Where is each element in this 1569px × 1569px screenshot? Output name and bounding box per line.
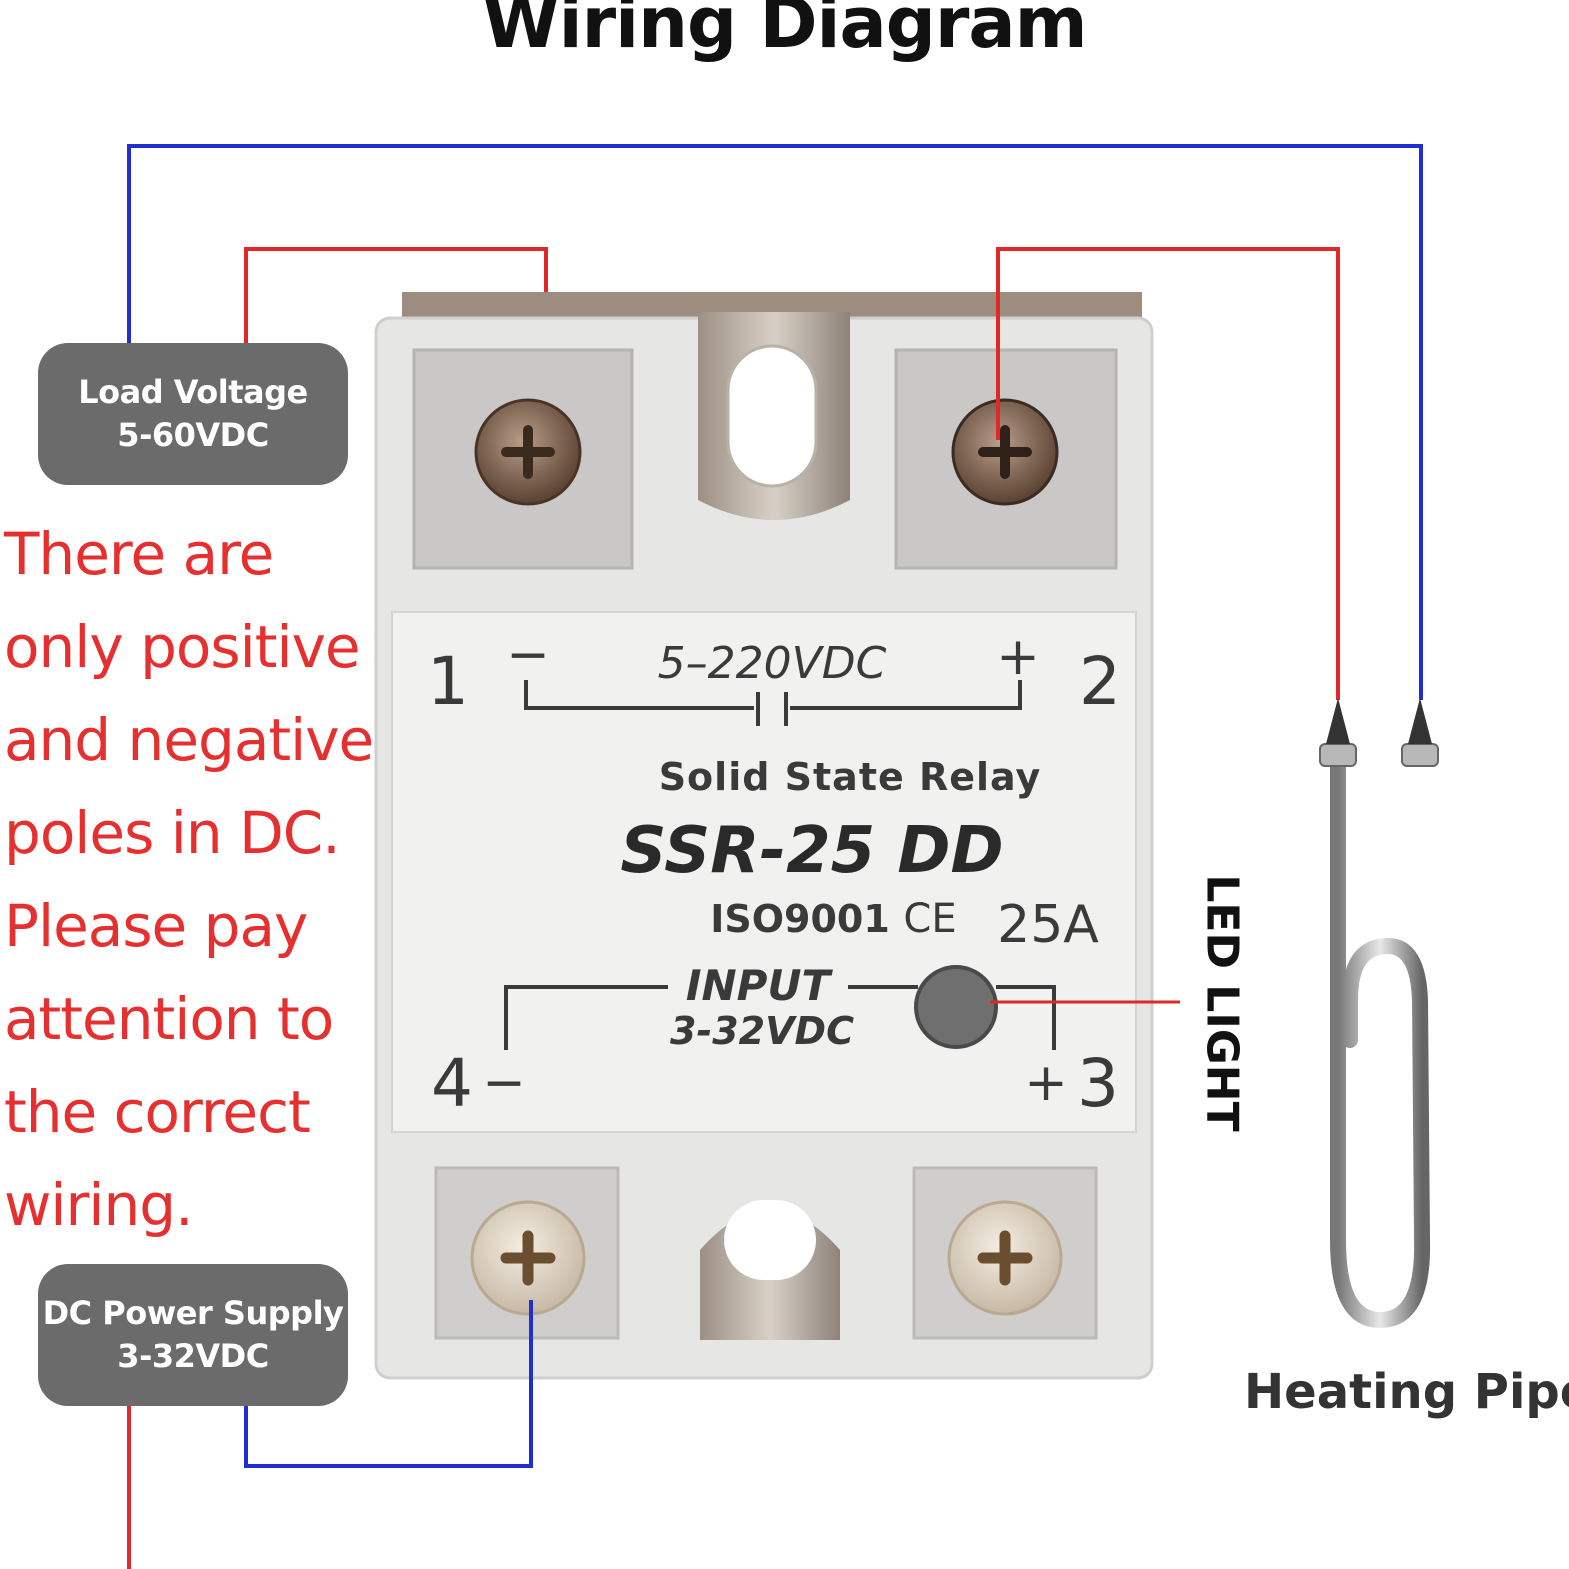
output-minus-sign: − — [506, 625, 550, 685]
output-plus-sign: + — [996, 627, 1040, 687]
current-rating-label: 25A — [997, 895, 1099, 955]
note-line: poles in DC. — [4, 799, 341, 867]
led-indicator — [914, 965, 998, 1049]
blue-load-wire — [127, 144, 1423, 700]
input-minus-sign: − — [482, 1053, 526, 1113]
input-label: INPUT — [686, 961, 834, 1010]
note-line: There are — [4, 520, 274, 588]
red-wire-terminal-2-to-pipe — [996, 247, 1340, 700]
note-line: attention to — [4, 985, 334, 1053]
screw-terminal-4 — [470, 1200, 586, 1316]
led-light-label: LED LIGHT — [1196, 874, 1248, 1132]
input-plus-sign: + — [1024, 1053, 1068, 1113]
heating-pipe-label: Heating Pipe — [1244, 1364, 1569, 1420]
screw-terminal-3 — [947, 1200, 1063, 1316]
bottom-mount-hole — [724, 1200, 816, 1280]
relay-model-label: SSR-25 DD — [620, 814, 1003, 888]
relay-body — [374, 292, 1154, 1380]
load-voltage-title: Load Voltage — [78, 372, 308, 411]
dc-power-supply-badge: DC Power Supply 3-32VDC — [38, 1264, 348, 1406]
diagram-title: Wiring Diagram — [482, 0, 1087, 64]
relay-type-label: Solid State Relay — [659, 755, 1042, 799]
dc-supply-range: 3-32VDC — [117, 1337, 269, 1375]
output-schematic — [524, 680, 1022, 726]
output-voltage-label: 5–220VDC — [658, 638, 887, 689]
blue-wire-supply-to-terminal-4 — [244, 1300, 533, 1468]
load-voltage-badge: Load Voltage 5-60VDC — [38, 343, 348, 485]
terminal-1-label: 1 — [427, 643, 469, 720]
note-line: the correct — [4, 1078, 311, 1146]
certification-label: ISO9001 — [710, 897, 890, 941]
note-line: only positive — [4, 613, 361, 681]
dc-supply-title: DC Power Supply — [42, 1293, 344, 1332]
top-mount-hole — [726, 344, 818, 488]
input-schematic — [504, 985, 1056, 1050]
terminal-4-label: 4 — [431, 1045, 473, 1122]
load-voltage-range: 5-60VDC — [117, 416, 269, 454]
note-line: wiring. — [4, 1171, 194, 1239]
polarity-note: There are only positive and negative pol… — [4, 508, 384, 1252]
input-voltage-label: 3-32VDC — [670, 1009, 854, 1053]
note-line: Please pay — [4, 892, 308, 960]
heating-pipe — [1319, 698, 1439, 1329]
screw-terminal-1 — [474, 398, 582, 506]
terminal-3-label: 3 — [1077, 1045, 1119, 1122]
terminal-2-label: 2 — [1079, 643, 1121, 720]
note-line: and negative — [4, 706, 374, 774]
screw-terminal-2 — [951, 398, 1059, 506]
ce-mark-label: CE — [903, 896, 956, 942]
